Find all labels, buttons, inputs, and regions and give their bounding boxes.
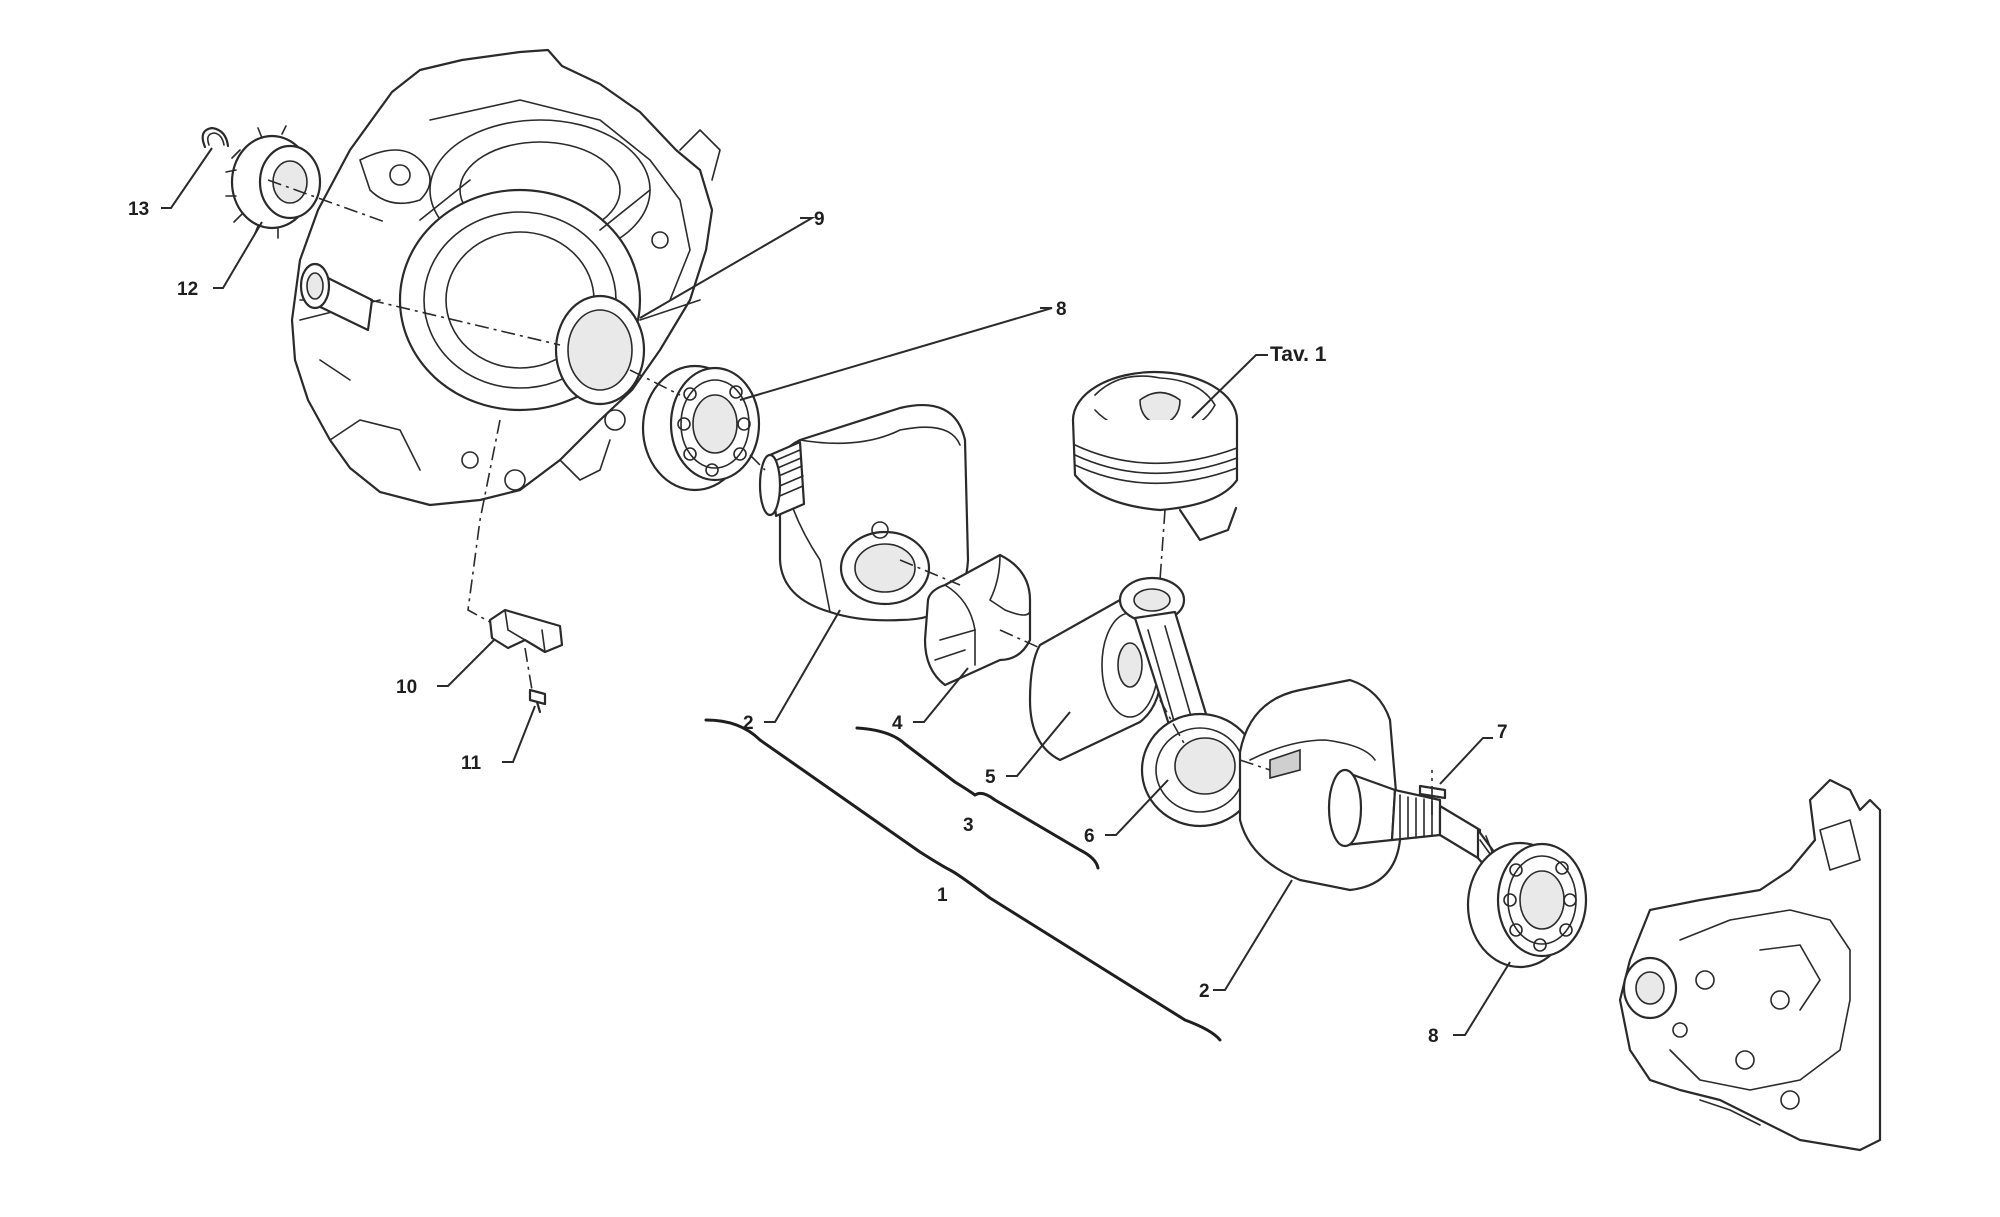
label-1: 1 [937,885,948,906]
left-crankcase-half [290,48,721,507]
right-crankcase-half [1618,778,1882,1152]
label-12: 12 [177,279,198,300]
label-8-lower: 8 [1428,1026,1439,1047]
label-3: 3 [963,815,974,836]
assembly-brace-3 [855,726,1100,870]
label-5: 5 [985,767,996,788]
bearing-8-lower [1466,841,1588,969]
label-11: 11 [461,753,482,774]
label-8-upper: 8 [1056,299,1067,320]
piston-tav-1 [1071,370,1239,542]
screw-11 [528,688,547,714]
label-10: 10 [396,677,417,698]
label-2-upper: 2 [743,713,754,734]
leader-lines [161,147,1511,1036]
bracket-10 [488,608,564,654]
label-2-lower: 2 [1199,981,1210,1002]
label-13: 13 [128,199,149,220]
crankshaft-half-2-upper [758,404,970,622]
assembly-brace-1 [704,718,1222,1042]
axis-lines [267,179,1433,815]
callout-labels: 13 12 9 8 Tav. 1 2 4 5 3 6 1 7 2 8 10 11 [128,199,1508,1047]
label-9: 9 [814,209,825,230]
bearing-8-upper [641,364,761,492]
label-4: 4 [892,713,903,734]
label-tav-1: Tav. 1 [1270,343,1327,366]
needle-bearing-4 [923,553,1032,687]
label-6: 6 [1084,826,1095,847]
circlip-13 [201,126,230,149]
label-7: 7 [1497,722,1508,743]
connecting-rod-6 [1118,576,1260,828]
crankshaft-half-2-lower [1238,678,1502,892]
